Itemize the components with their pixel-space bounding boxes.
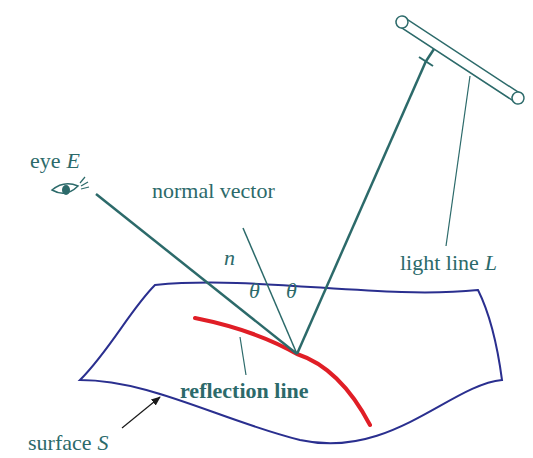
leader-line <box>446 76 470 246</box>
eye-icon <box>52 177 89 195</box>
leader-line <box>240 337 246 375</box>
symbol-label: L <box>485 250 497 276</box>
normal-line <box>243 228 297 354</box>
light-tube <box>394 14 527 107</box>
symbol-label: E <box>67 148 80 174</box>
reflection-curve <box>195 318 370 425</box>
lamp-stem-foot <box>419 57 433 66</box>
angle-label: θ <box>249 278 260 304</box>
caption-word: reflection line <box>180 378 309 404</box>
light-ray <box>297 62 426 355</box>
angle-label: θ <box>286 278 297 304</box>
eye-ray <box>96 194 297 354</box>
pointer-arrow <box>122 397 160 428</box>
caption-word: eye <box>30 148 61 174</box>
caption-word: light line <box>400 250 479 276</box>
caption-word: surface <box>28 430 92 456</box>
symbol-label: S <box>98 430 109 456</box>
surface-outline <box>80 283 502 444</box>
symbol-label: n <box>224 245 235 271</box>
caption-word: normal vector <box>152 178 275 204</box>
